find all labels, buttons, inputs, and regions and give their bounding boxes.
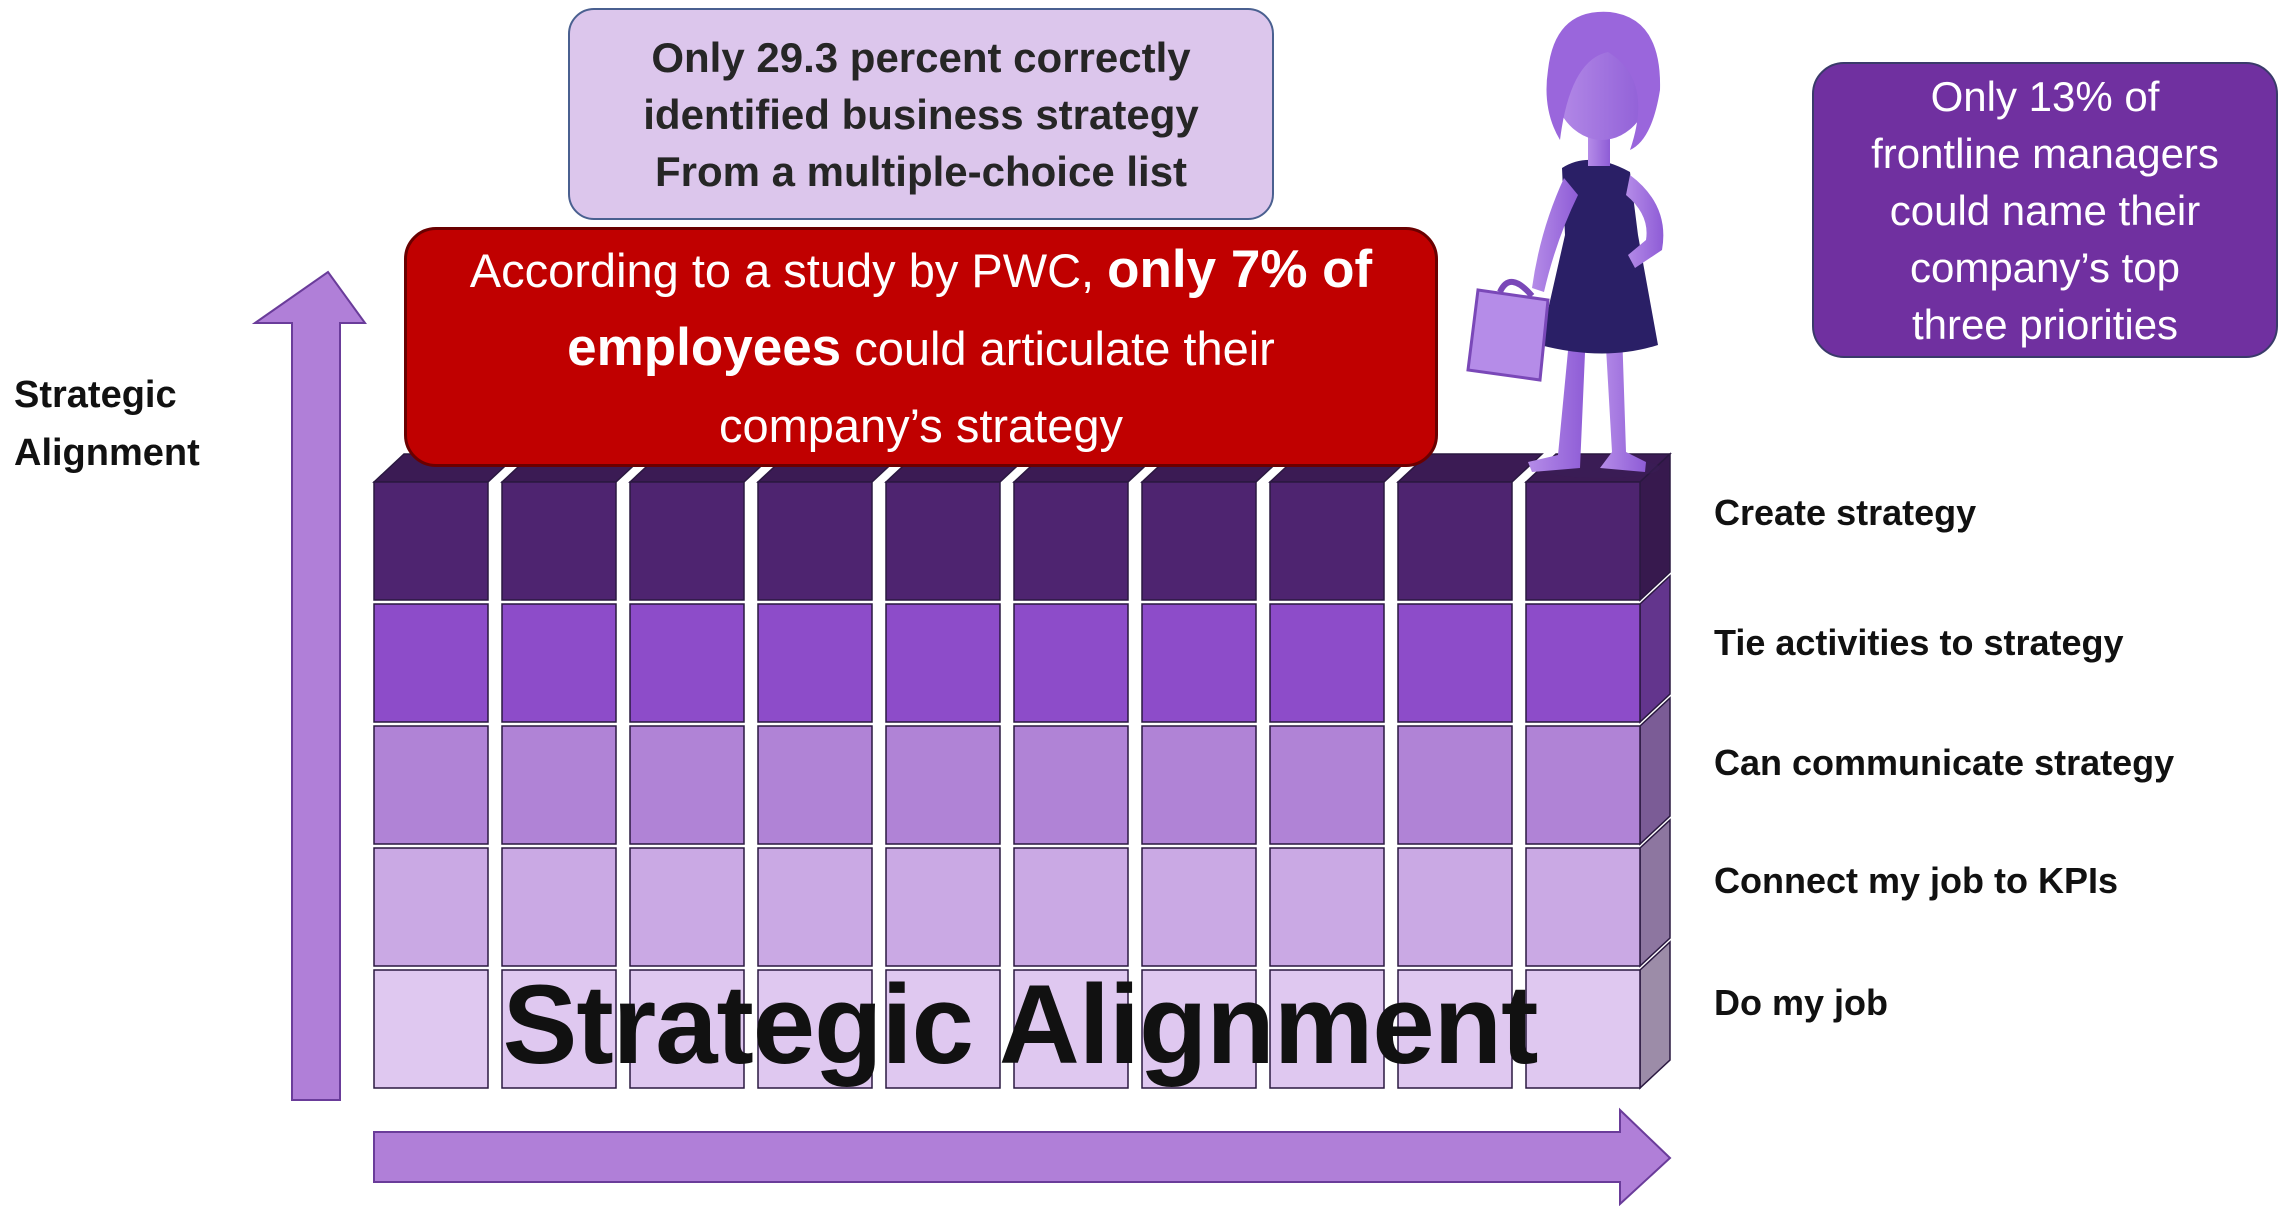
block-front-face	[501, 481, 617, 601]
block-front-face	[1141, 969, 1257, 1089]
block-front-face	[1013, 603, 1129, 723]
study-highlight: employees	[567, 317, 842, 377]
block-front-face	[1269, 725, 1385, 845]
block-front-face	[1397, 603, 1513, 723]
managers-callout-line: frontline managers	[1871, 129, 2219, 177]
block-front-face	[373, 603, 489, 723]
block-front-face	[885, 969, 1001, 1089]
level-label-tie-activities: Tie activities to strategy	[1714, 622, 2124, 663]
study-text: company’s strategy	[718, 398, 1124, 452]
top-callout-line: identified business strategy	[643, 90, 1199, 138]
top-callout-line: Only 29.3 percent correctly	[651, 33, 1191, 81]
block-front-face	[1013, 725, 1129, 845]
vertical-axis-arrow	[251, 270, 367, 1101]
y-axis-label: Strategic Alignment	[14, 366, 200, 482]
block-front-face	[1269, 969, 1385, 1089]
block-front-face	[1141, 725, 1257, 845]
block-front-face	[757, 969, 873, 1089]
block-front-face	[885, 725, 1001, 845]
block-front-face	[757, 725, 873, 845]
block-front-face	[1141, 603, 1257, 723]
block-front-face	[629, 725, 745, 845]
businesswoman-with-briefcase-icon	[1466, 11, 1664, 478]
block-front-face	[501, 847, 617, 967]
y-axis-label-line2: Alignment	[14, 432, 200, 474]
block-front-face	[373, 725, 489, 845]
block-front-face	[1525, 847, 1641, 967]
block-front-face	[629, 481, 745, 601]
block-side-face	[1639, 940, 1671, 1090]
block-front-face	[501, 725, 617, 845]
y-axis-label-line1: Strategic	[14, 374, 177, 416]
horizontal-axis-arrow	[373, 1107, 1672, 1206]
block-front-face	[1269, 481, 1385, 601]
block-front-face	[501, 969, 617, 1089]
study-callout-box: According to a study by PWC, only 7% of …	[404, 227, 1438, 467]
block-front-face	[373, 847, 489, 967]
block-front-face	[885, 603, 1001, 723]
level-label-create-strategy: Create strategy	[1714, 492, 1977, 533]
block-front-face	[1141, 481, 1257, 601]
block-front-face	[1397, 725, 1513, 845]
block-front-face	[885, 847, 1001, 967]
block-front-face	[757, 481, 873, 601]
block-front-face	[629, 969, 745, 1089]
block-front-face	[1397, 969, 1513, 1089]
managers-callout-line: company’s top	[1909, 243, 2181, 291]
block-front-face	[1397, 481, 1513, 601]
managers-callout-box: Only 13% of frontline managers could nam…	[1812, 62, 2278, 358]
block-front-face	[757, 847, 873, 967]
block-front-face	[629, 847, 745, 967]
managers-callout-line: three priorities	[1911, 300, 2179, 348]
level-label-do-my-job: Do my job	[1714, 982, 1889, 1023]
block-side-face	[1639, 574, 1671, 724]
level-label-communicate: Can communicate strategy	[1714, 742, 2175, 783]
top-callout-box: Only 29.3 percent correctly identified b…	[568, 8, 1274, 220]
block-front-face	[1269, 847, 1385, 967]
block-side-face	[1639, 818, 1671, 968]
block-front-face	[629, 603, 745, 723]
block-side-face	[1639, 696, 1671, 846]
study-text: According to a study by PWC,	[469, 243, 1108, 297]
block-front-face	[885, 481, 1001, 601]
block-front-face	[1397, 847, 1513, 967]
block-front-face	[1013, 847, 1129, 967]
block-front-face	[1525, 603, 1641, 723]
block-front-face	[1013, 481, 1129, 601]
level-label-connect-kpis: Connect my job to KPIs	[1714, 860, 2119, 901]
block-front-face	[1525, 969, 1641, 1089]
study-highlight: only 7% of	[1107, 239, 1373, 299]
block-front-face	[373, 969, 489, 1089]
block-front-face	[1141, 847, 1257, 967]
block-front-face	[1013, 969, 1129, 1089]
block-front-face	[757, 603, 873, 723]
managers-callout-line: Only 13% of	[1930, 72, 2160, 120]
block-front-face	[1525, 725, 1641, 845]
block-front-face	[373, 481, 489, 601]
block-front-face	[1269, 603, 1385, 723]
block-front-face	[501, 603, 617, 723]
wall-title: Strategic Alignment	[502, 962, 1539, 1087]
managers-callout-line: could name their	[1889, 186, 2201, 234]
study-text: could articulate their	[841, 321, 1275, 375]
top-callout-line: From a multiple-choice list	[654, 147, 1188, 195]
block-front-face	[1525, 481, 1641, 601]
